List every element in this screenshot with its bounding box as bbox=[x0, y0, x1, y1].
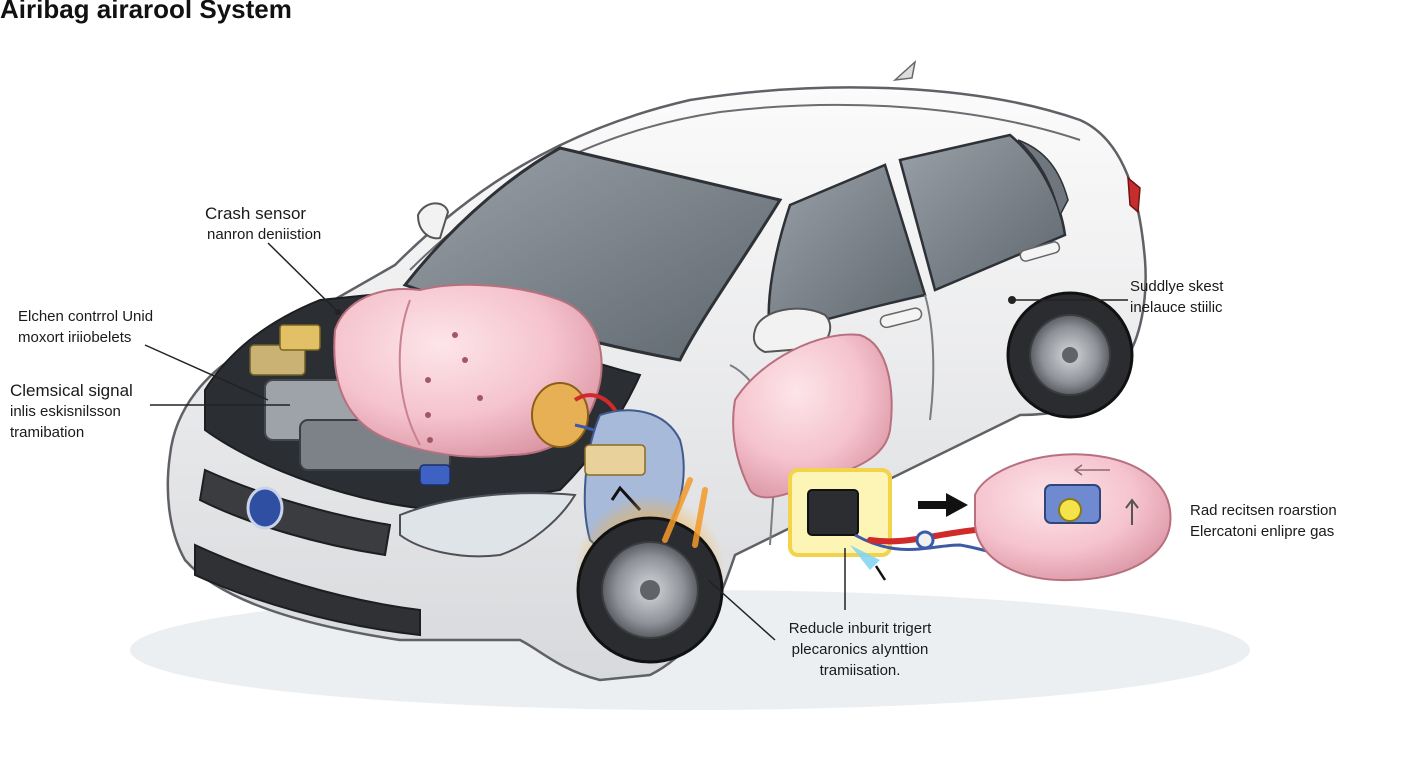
left-side-mirror bbox=[416, 202, 450, 240]
control-module bbox=[279, 324, 321, 351]
front-door-handle bbox=[879, 307, 923, 329]
brand-logo bbox=[246, 486, 284, 530]
antenna bbox=[892, 59, 917, 82]
side-airbag bbox=[732, 333, 893, 499]
headlight bbox=[399, 492, 577, 558]
leader-reduce-injury-1 bbox=[707, 579, 776, 641]
front-airbag-seam bbox=[398, 299, 421, 446]
rear-quarter-window bbox=[1017, 139, 1069, 218]
label-control-unit: Elchen contrrol Unid moxort iriiobelets bbox=[18, 308, 154, 346]
airbag-vent-4 bbox=[477, 395, 483, 401]
leader-dot-crash-sensor bbox=[335, 309, 341, 315]
signal-sparkle bbox=[850, 545, 880, 570]
blue-connector bbox=[419, 464, 451, 486]
lower-grille bbox=[194, 543, 421, 637]
flow-arrow-right-head bbox=[946, 493, 968, 517]
diagram-title: Airibag airarool System bbox=[0, 0, 292, 24]
airbag-vent-1 bbox=[452, 332, 458, 338]
airbag-vent-3 bbox=[425, 377, 431, 383]
label-reduce-injury: Reducle inburit trigert plecaronics aIyn… bbox=[788, 620, 932, 679]
door-line-rear bbox=[924, 294, 935, 421]
signal-arrow bbox=[874, 565, 887, 581]
cushion-arrow-up bbox=[1125, 498, 1139, 525]
label-inflator-gas: Rad recitsen roarstion Elercatoni enlipr… bbox=[1190, 502, 1337, 540]
inflator-canister bbox=[531, 382, 589, 448]
tail-light bbox=[1127, 176, 1141, 214]
front-hub bbox=[640, 580, 660, 600]
airbag-vent-5 bbox=[425, 412, 431, 418]
battery-box bbox=[249, 344, 306, 376]
label-crash-sensor: Crash sensor nanron deniistion bbox=[205, 204, 322, 243]
airbag-vent-2 bbox=[462, 357, 468, 363]
wire-connector bbox=[915, 530, 935, 550]
leader-crash-sensor bbox=[267, 242, 339, 313]
label-sudden-stop: Suddlye skest inelauce stiilic bbox=[1130, 278, 1224, 316]
leader-control-unit bbox=[144, 344, 269, 401]
inflator-nozzle bbox=[1058, 498, 1082, 522]
leader-dot-sudden-stop bbox=[1008, 296, 1016, 304]
module-circuit bbox=[584, 444, 646, 476]
airbag-vent-6 bbox=[427, 437, 433, 443]
rear-hub bbox=[1062, 347, 1078, 363]
cushion-arrow-left bbox=[1073, 464, 1110, 476]
label-chemical-signal: Clemsical signal inlis eskisnilsson tram… bbox=[10, 381, 133, 441]
impact-streak bbox=[662, 477, 708, 548]
control-unit-box bbox=[807, 489, 859, 536]
rear-door-handle bbox=[1019, 241, 1061, 262]
